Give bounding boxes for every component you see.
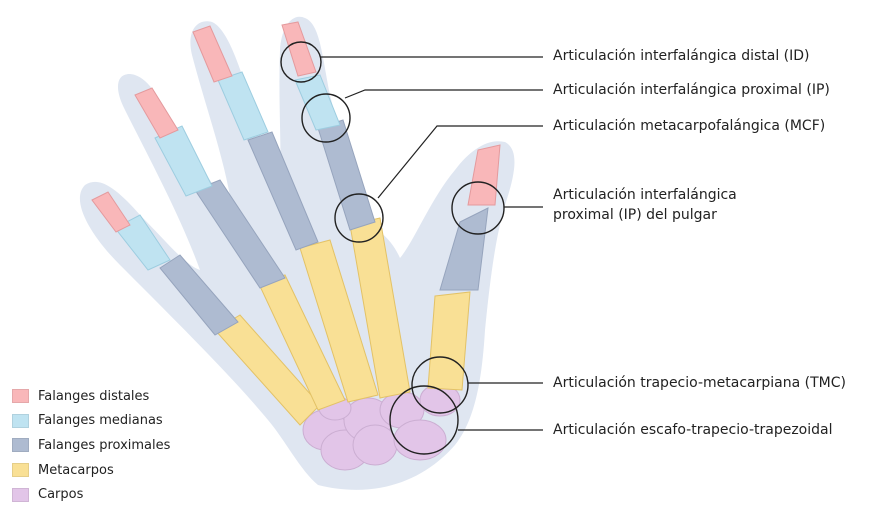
legend-label-proximal: Falanges proximales (38, 438, 170, 453)
legend-item-metacarpal: Metacarpos (12, 458, 170, 483)
legend-label-carpal: Carpos (38, 487, 83, 502)
legend-swatch-middle (12, 414, 29, 428)
legend-item-distal: Falanges distales (12, 384, 170, 409)
legend: Falanges distales Falanges medianas Fala… (12, 384, 170, 507)
legend-swatch-distal (12, 389, 29, 403)
legend-label-metacarpal: Metacarpos (38, 463, 114, 478)
label-mcf: Articulación metacarpofalángica (MCF) (553, 117, 825, 135)
legend-item-proximal: Falanges proximales (12, 433, 170, 458)
label-tmc: Articulación trapecio-metacarpiana (TMC) (553, 374, 846, 392)
legend-item-carpal: Carpos (12, 482, 170, 507)
legend-label-middle: Falanges medianas (38, 413, 163, 428)
label-proximal-ip: Articulación interfalángica proximal (IP… (553, 81, 830, 99)
legend-swatch-proximal (12, 438, 29, 452)
label-thumb-ip-line1: Articulación interfalángica (553, 186, 737, 204)
legend-swatch-metacarpal (12, 463, 29, 477)
label-stt: Articulación escafo-trapecio-trapezoidal (553, 421, 833, 439)
legend-label-distal: Falanges distales (38, 389, 149, 404)
label-distal-id: Articulación interfalángica distal (ID) (553, 47, 810, 65)
legend-swatch-carpal (12, 488, 29, 502)
label-thumb-ip-line2: proximal (IP) del pulgar (553, 206, 717, 224)
legend-item-middle: Falanges medianas (12, 409, 170, 434)
